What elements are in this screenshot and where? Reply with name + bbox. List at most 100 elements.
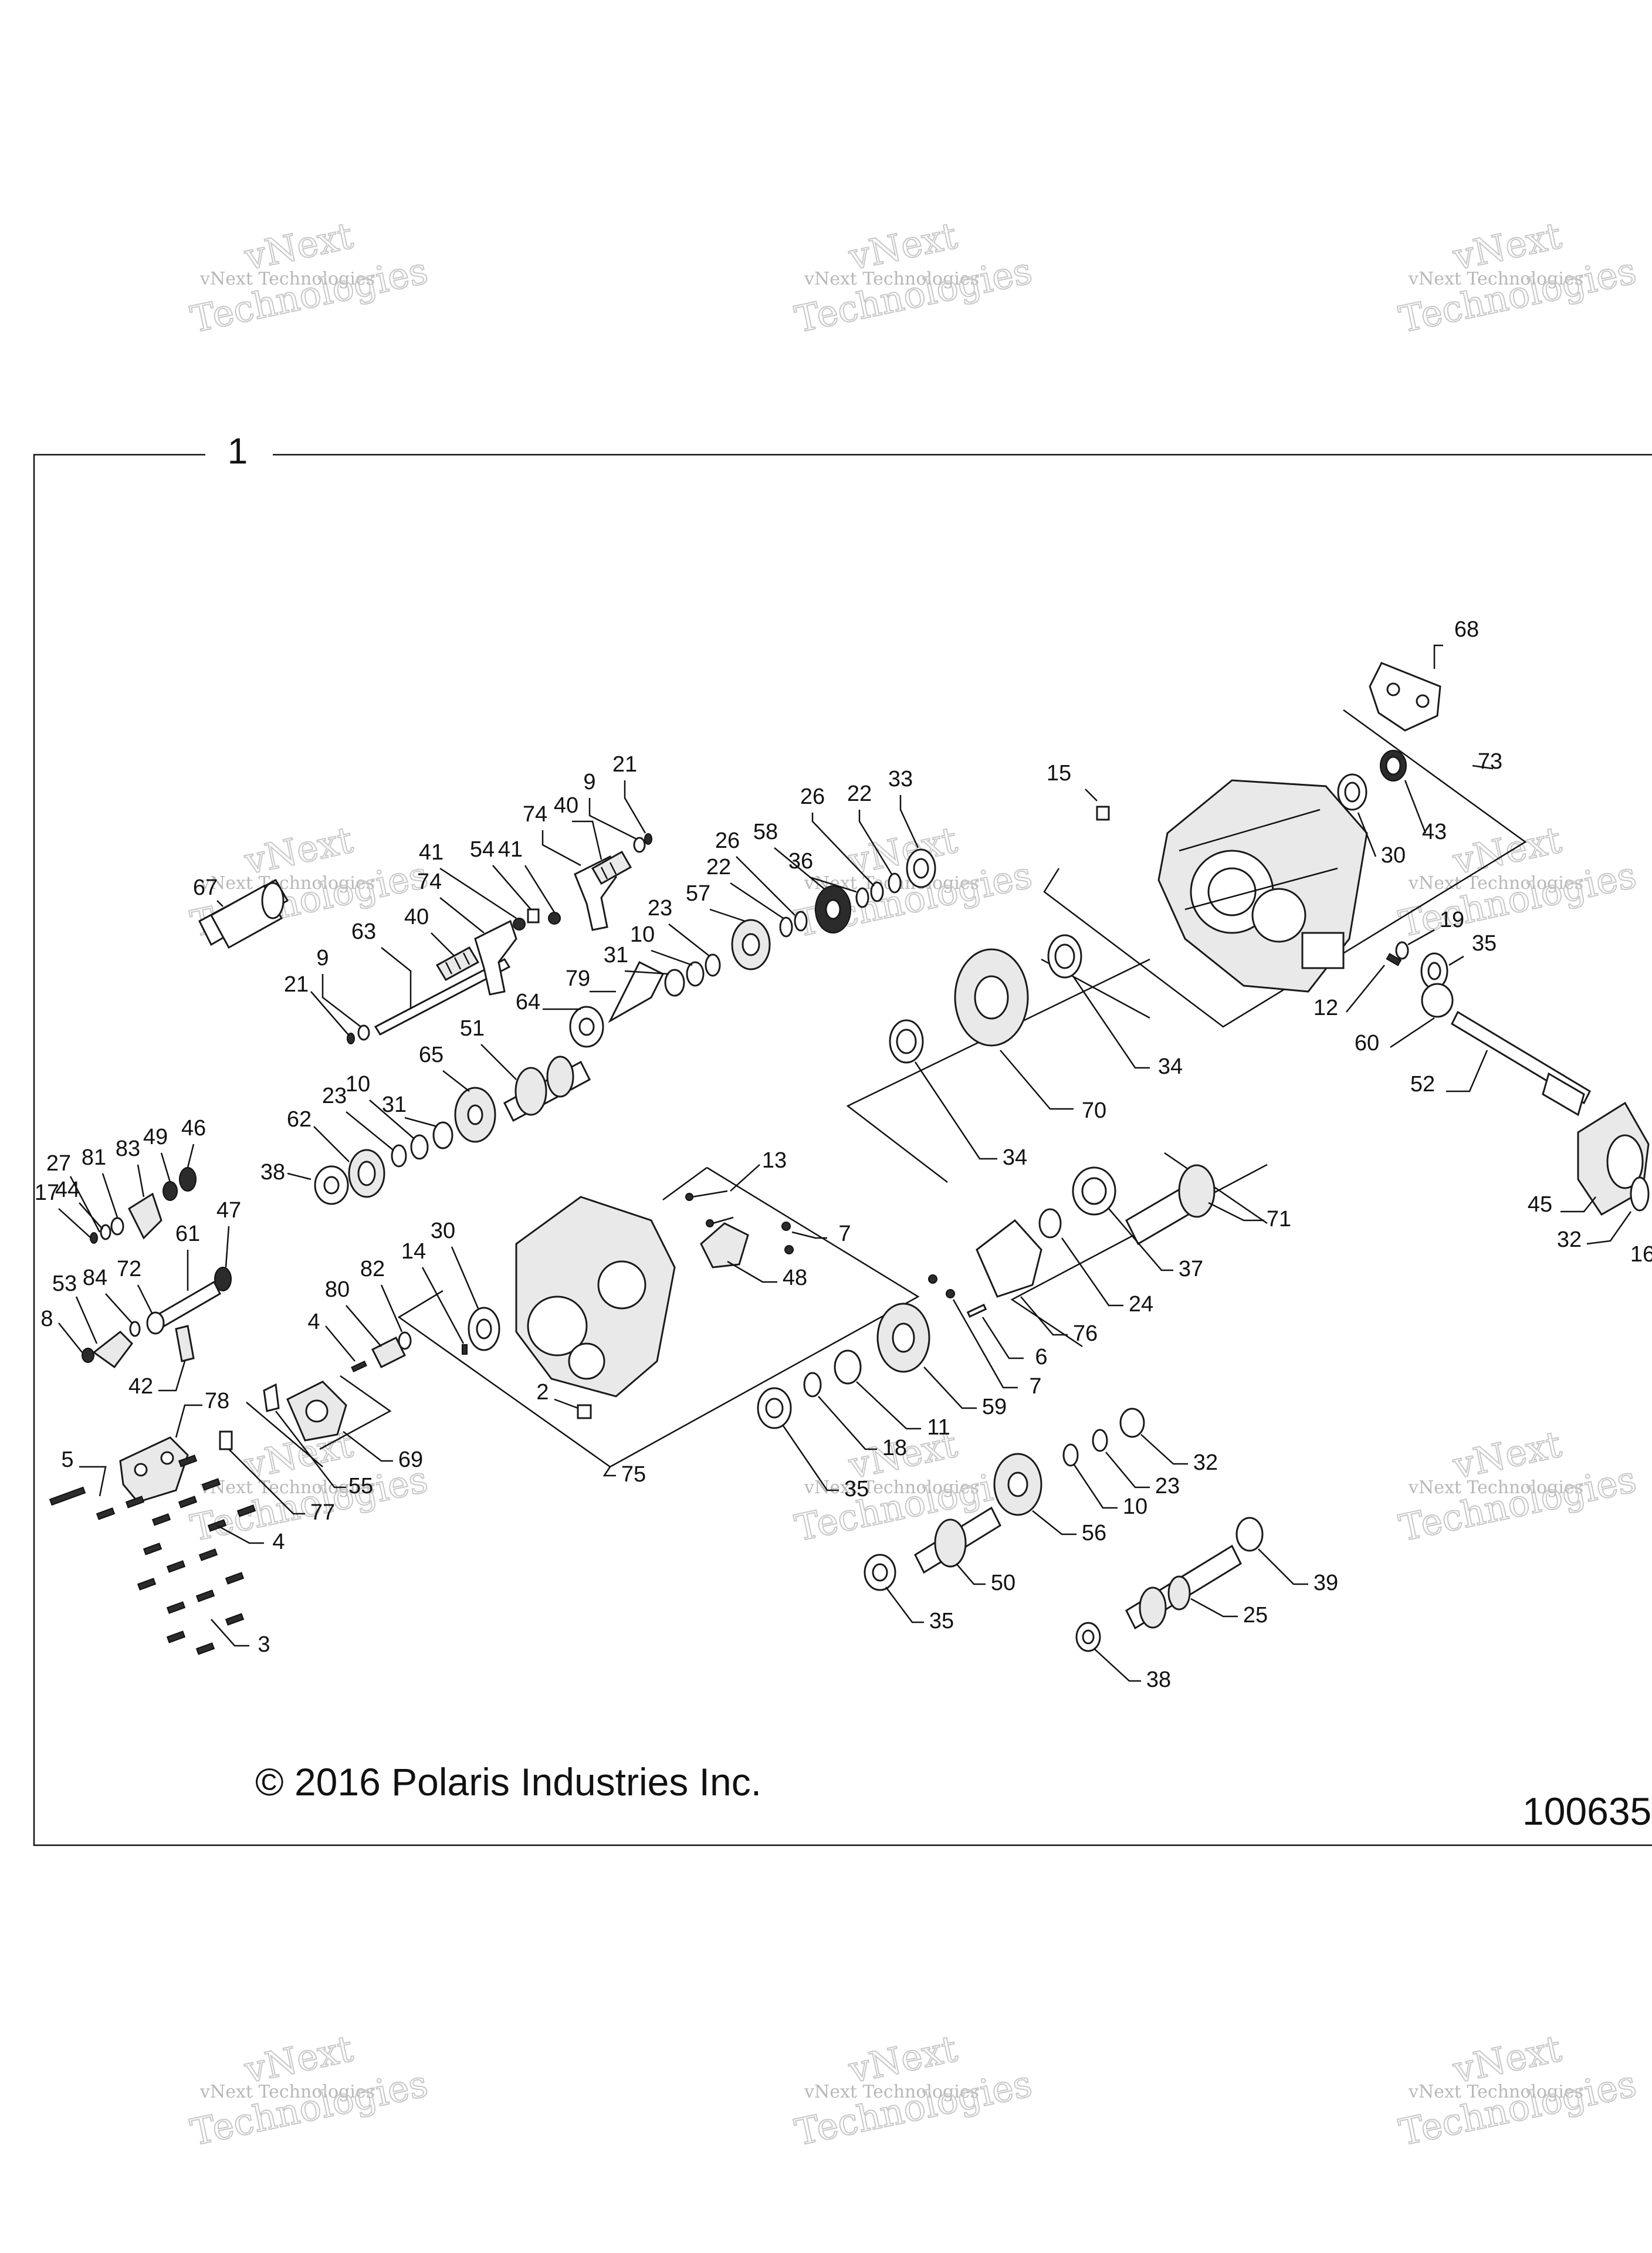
callout-leader bbox=[1448, 955, 1464, 966]
callout-leader bbox=[818, 1396, 877, 1450]
callout-leader bbox=[624, 970, 669, 975]
callout-leader bbox=[774, 847, 825, 889]
part-7-pin-b bbox=[928, 1274, 955, 1298]
callout-14: 14 bbox=[401, 1239, 426, 1264]
callout-leader bbox=[431, 932, 455, 957]
part-5-bolt bbox=[49, 1486, 86, 1506]
copyright-text: © 2016 Polaris Industries Inc. bbox=[255, 1760, 761, 1804]
part-14-pin bbox=[462, 1344, 468, 1355]
callout-26: 26 bbox=[800, 784, 825, 809]
watermark-line2: vNext Technologies bbox=[1408, 269, 1583, 289]
callout-83: 83 bbox=[116, 1136, 140, 1161]
part-63-rail bbox=[374, 958, 511, 1036]
callout-34: 34 bbox=[1003, 1145, 1027, 1170]
callout-40: 40 bbox=[554, 793, 578, 818]
callout-leader bbox=[1061, 1237, 1123, 1307]
callout-69: 69 bbox=[398, 1447, 423, 1472]
part-77-pin bbox=[219, 1430, 233, 1450]
callout-76: 76 bbox=[1073, 1321, 1098, 1346]
callout-22: 22 bbox=[847, 782, 872, 806]
part-57-hub bbox=[731, 919, 771, 970]
part-73-rear-case bbox=[1157, 779, 1368, 993]
part-80-sensor bbox=[371, 1336, 407, 1369]
callout-leader bbox=[1000, 1050, 1074, 1110]
callout-32: 32 bbox=[1193, 1450, 1218, 1475]
callout-leader bbox=[79, 1202, 103, 1230]
callout-16: 16 bbox=[1630, 1242, 1652, 1267]
callout-leader bbox=[885, 1586, 924, 1623]
callout-39: 39 bbox=[1314, 1571, 1338, 1595]
callout-leader bbox=[923, 1366, 977, 1409]
part-48-cover bbox=[700, 1222, 749, 1268]
part-10-ring-b bbox=[410, 1134, 429, 1160]
callout-leader bbox=[952, 1299, 1018, 1389]
callout-58: 58 bbox=[753, 820, 778, 844]
part-9-ring-b bbox=[633, 837, 646, 853]
callout-11: 11 bbox=[927, 1415, 950, 1440]
part-53-arm bbox=[92, 1331, 133, 1369]
callout-56: 56 bbox=[1082, 1521, 1106, 1545]
part-3-bolt-group bbox=[96, 1454, 256, 1655]
bolt bbox=[166, 1630, 186, 1643]
callout-leader bbox=[1140, 1434, 1188, 1465]
callout-71: 71 bbox=[1267, 1207, 1291, 1232]
callout-35: 35 bbox=[929, 1609, 954, 1633]
callout-leader bbox=[211, 1619, 249, 1647]
callout-81: 81 bbox=[82, 1145, 106, 1170]
callout-leader bbox=[175, 1404, 202, 1438]
callout-leader bbox=[58, 1322, 83, 1353]
callout-60: 60 bbox=[1355, 1031, 1379, 1056]
callout-leader bbox=[1390, 1017, 1435, 1048]
part-47-cap bbox=[214, 1267, 232, 1291]
part-41-ball-b bbox=[548, 912, 561, 925]
callout-leader bbox=[346, 1111, 394, 1151]
callout-67: 67 bbox=[193, 875, 218, 900]
part-72-lever bbox=[146, 1311, 165, 1335]
part-69-cover bbox=[286, 1381, 347, 1442]
callout-leader bbox=[554, 1398, 578, 1409]
part-78-plate bbox=[119, 1436, 189, 1503]
callout-leader bbox=[1085, 789, 1098, 801]
callout-leader bbox=[1258, 1548, 1308, 1585]
callout-leader bbox=[442, 1070, 470, 1092]
callout-22: 22 bbox=[706, 855, 731, 879]
callout-42: 42 bbox=[128, 1374, 153, 1399]
part-36-ring bbox=[855, 887, 869, 908]
callout-37: 37 bbox=[1179, 1257, 1203, 1281]
callout-leader bbox=[1346, 965, 1385, 1013]
callout-leader bbox=[160, 1152, 171, 1183]
part-58-gear bbox=[815, 885, 851, 933]
bolt bbox=[137, 1578, 157, 1591]
part-35-bearing-b bbox=[757, 1387, 792, 1429]
part-2-plug bbox=[577, 1404, 592, 1419]
part-7-pin-a bbox=[781, 1222, 794, 1254]
callout-labels: 6873154330193512605245321621940744154417… bbox=[35, 617, 1652, 1692]
watermark-line2: vNext Technologies bbox=[1408, 2082, 1583, 2102]
part-24-ring bbox=[1038, 1208, 1062, 1239]
callout-leader bbox=[310, 991, 350, 1036]
callout-leader bbox=[313, 1126, 350, 1162]
part-39-bearing bbox=[1235, 1517, 1264, 1552]
callout-63: 63 bbox=[351, 919, 376, 944]
bolt bbox=[201, 1478, 221, 1491]
part-30-bearing-a bbox=[1337, 773, 1367, 811]
callout-44: 44 bbox=[55, 1178, 80, 1202]
callout-leader bbox=[381, 947, 412, 1009]
part-43-seal bbox=[1380, 750, 1407, 782]
callout-43: 43 bbox=[1422, 820, 1447, 844]
part-26-ring-b bbox=[794, 911, 808, 932]
bolt bbox=[195, 1589, 215, 1602]
part-21-clip-a bbox=[347, 1033, 355, 1044]
callout-leader bbox=[137, 1284, 154, 1315]
callout-40: 40 bbox=[404, 905, 429, 929]
callout-30: 30 bbox=[431, 1219, 455, 1243]
part-61-shaft bbox=[157, 1280, 221, 1328]
part-32-bearing-a bbox=[1630, 1176, 1650, 1212]
callout-leader bbox=[1446, 1050, 1488, 1092]
callout-47: 47 bbox=[216, 1198, 241, 1223]
callout-leader bbox=[75, 1296, 98, 1344]
callout-5: 5 bbox=[61, 1447, 73, 1472]
